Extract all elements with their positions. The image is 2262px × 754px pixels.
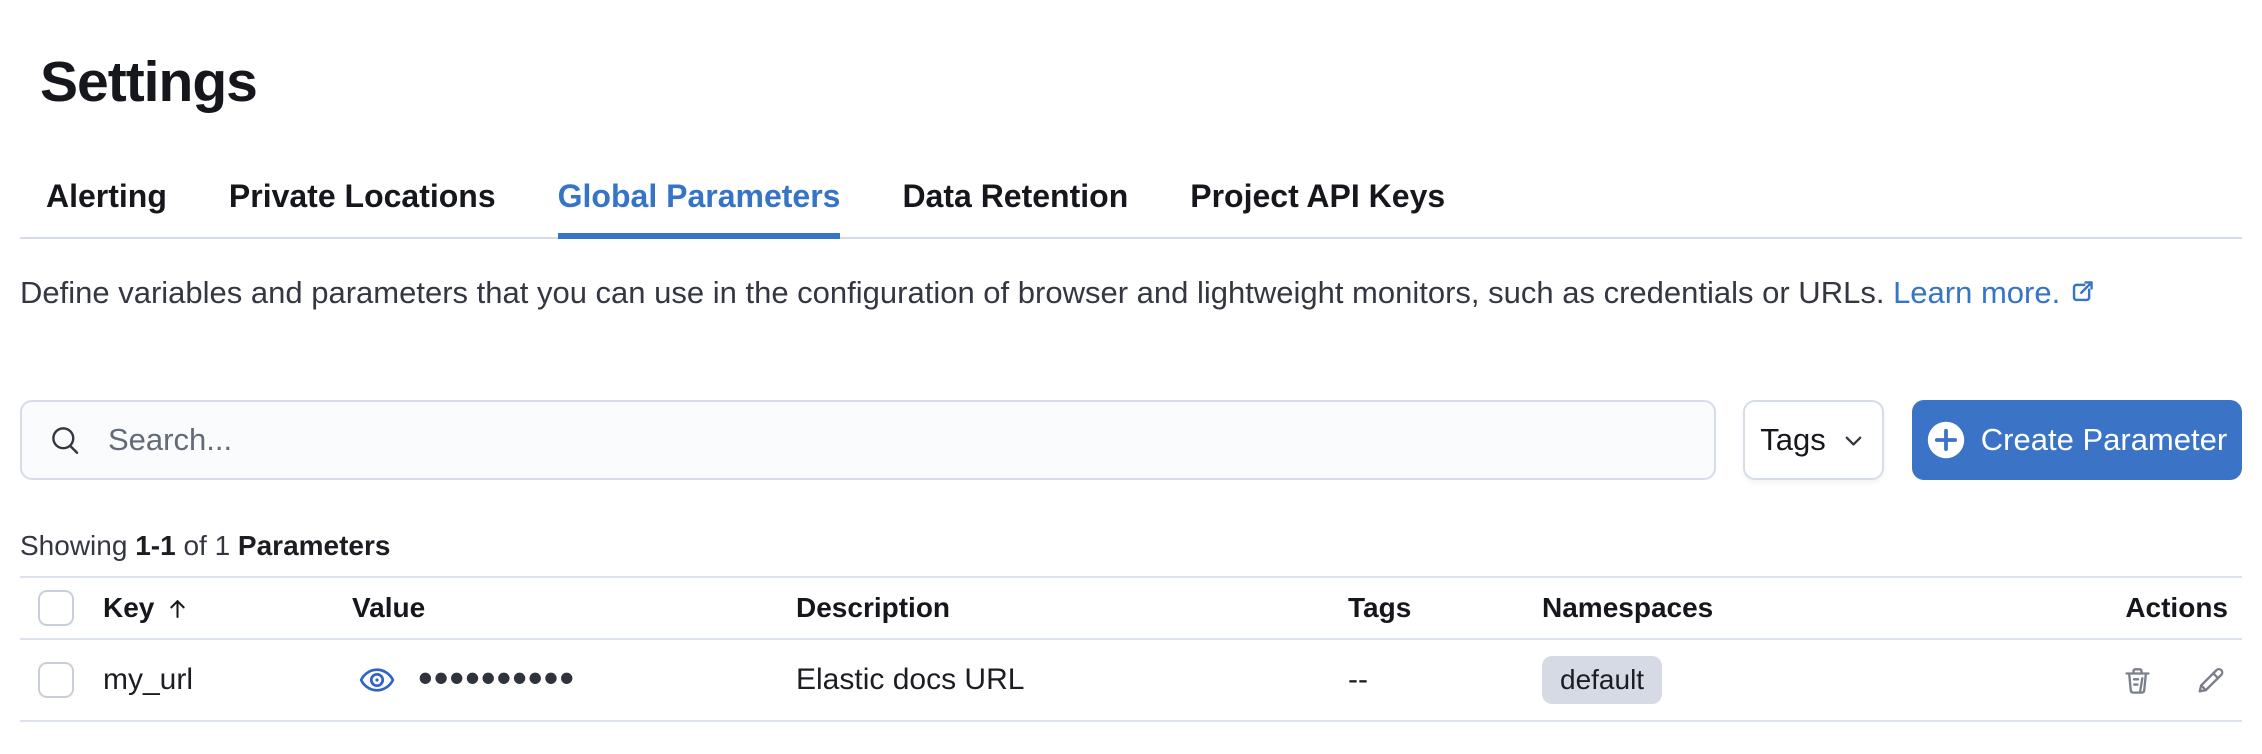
search-field [20, 400, 1716, 480]
header-select-cell [20, 590, 103, 626]
summary-count: of 1 [183, 530, 231, 561]
reveal-value-eye-icon[interactable] [358, 661, 396, 699]
header-namespaces: Namespaces [1542, 592, 1714, 623]
create-parameter-label: Create Parameter [1980, 422, 2228, 457]
masked-value: •••••••••• [418, 654, 576, 701]
sort-ascending-icon [170, 599, 186, 618]
row-namespaces: default [1542, 656, 1926, 704]
header-actions: Actions [2125, 592, 2228, 623]
summary-range: 1-1 [135, 530, 176, 561]
external-link-icon [2073, 281, 2093, 302]
row-select-cell [20, 662, 103, 698]
row-actions-cell [2120, 663, 2242, 698]
learn-more-link[interactable]: Learn more. [1893, 275, 2097, 310]
search-input[interactable] [106, 421, 1688, 459]
tab-private-locations[interactable]: Private Locations [228, 178, 496, 214]
description-text: Define variables and parameters that you… [20, 275, 1885, 310]
create-parameter-button[interactable]: Create Parameter [1912, 400, 2242, 480]
row-checkbox[interactable] [38, 662, 74, 698]
header-value: Value [352, 592, 426, 623]
row-value-cell: •••••••••• [352, 654, 796, 701]
header-key-label: Key [103, 592, 155, 623]
summary-entity: Parameters [237, 530, 391, 561]
tab-bar: Alerting Private Locations Global Parame… [20, 180, 2242, 239]
plus-in-circle-icon [1927, 421, 1965, 459]
page-description: Define variables and parameters that you… [20, 268, 2185, 317]
delete-trash-icon[interactable] [2120, 663, 2155, 698]
table-header-row: Key Value Description Tags Namespaces Ac… [20, 576, 2242, 640]
row-key: my_url [103, 663, 194, 696]
header-key[interactable]: Key [103, 592, 352, 624]
parameters-table: Key Value Description Tags Namespaces Ac… [20, 576, 2242, 722]
header-tags: Tags [1348, 592, 1412, 623]
tags-filter-label: Tags [1760, 422, 1826, 457]
tags-filter-button[interactable]: Tags [1743, 400, 1884, 480]
table-row: my_url •••••••••• Elastic docs URL -- de… [20, 640, 2242, 722]
tab-project-api-keys[interactable]: Project API Keys [1190, 178, 1446, 214]
row-tags: -- [1348, 663, 1368, 696]
namespace-badge: default [1542, 656, 1663, 704]
tab-data-retention[interactable]: Data Retention [902, 178, 1129, 214]
row-description: Elastic docs URL [796, 663, 1025, 696]
chevron-down-icon [1845, 436, 1862, 446]
learn-more-label: Learn more. [1893, 275, 2061, 310]
summary-prefix: Showing [20, 530, 128, 561]
results-summary: Showing 1-1 of 1 Parameters [20, 530, 390, 562]
tab-global-parameters[interactable]: Global Parameters [557, 180, 841, 239]
edit-pencil-icon[interactable] [2193, 663, 2228, 698]
select-all-checkbox[interactable] [38, 590, 74, 626]
search-icon [52, 427, 79, 454]
tab-alerting[interactable]: Alerting [46, 178, 167, 214]
page-title: Settings [40, 50, 258, 115]
header-description: Description [796, 592, 951, 623]
